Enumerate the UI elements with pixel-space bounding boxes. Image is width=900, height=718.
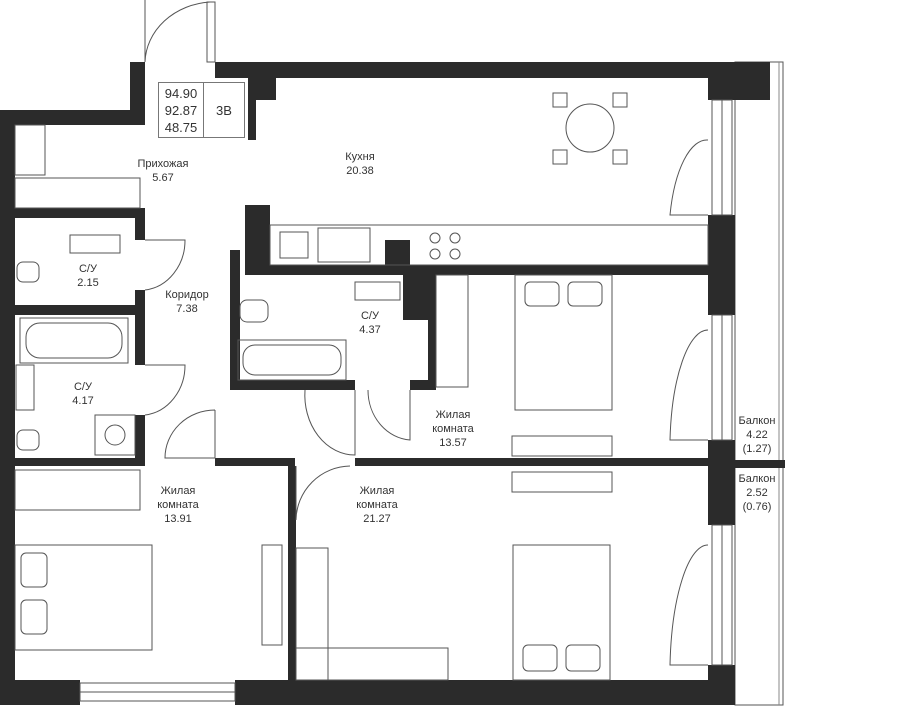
room-label-balcony-2: Балкон 2.52 (0.76) — [739, 472, 776, 514]
room-name: С/У — [78, 263, 97, 275]
apartment-info-box: 94.90 92.87 48.75 3B — [158, 82, 245, 138]
room-area: 7.38 — [176, 303, 198, 315]
balcony-outline — [734, 61, 785, 706]
room-label-balcony-1: Балкон 4.22 (1.27) — [739, 414, 776, 456]
total-area: 94.90 — [164, 85, 198, 101]
room-name: С/У — [73, 381, 92, 393]
living-area: 48.75 — [164, 119, 198, 135]
room-area: 13.57 — [439, 437, 467, 449]
room-reduced-area: (0.76) — [742, 501, 772, 513]
outer-walls — [0, 62, 770, 705]
room-label-corridor: Коридор 7.38 — [165, 288, 208, 316]
wardrobes — [14, 124, 469, 681]
room-name: Коридор — [165, 289, 209, 301]
room-reduced-area: (1.27) — [742, 443, 772, 455]
room-area: 4.22 — [746, 429, 768, 441]
room-name: Прихожая — [137, 158, 189, 170]
room-name: Жилая комната — [157, 485, 199, 511]
room-name: С/У — [360, 310, 379, 322]
room-area: 20.38 — [346, 165, 374, 177]
room-name: Жилая комната — [432, 409, 474, 435]
room-label-bedroom-1: Жилая комната 13.57 — [423, 408, 483, 450]
interior-walls — [0, 78, 708, 680]
beds — [14, 274, 613, 681]
room-name: Балкон — [738, 473, 776, 485]
room-area: 2.52 — [746, 487, 768, 499]
windows — [79, 99, 733, 702]
room-name: Балкон — [738, 415, 776, 427]
room-area: 4.37 — [359, 324, 381, 336]
room-name: Кухня — [345, 151, 375, 163]
room-label-bathroom-2: С/У 4.37 — [359, 309, 380, 337]
apartment-type: 3B — [216, 102, 232, 118]
room-label-bedroom-2: Жилая комната 13.91 — [148, 484, 208, 526]
area-without-balcony: 92.87 — [164, 102, 198, 118]
bathroom-fixtures — [15, 234, 401, 456]
room-area: 5.67 — [152, 172, 174, 184]
room-area: 4.17 — [72, 395, 94, 407]
room-label-hallway: Прихожая 5.67 — [138, 157, 189, 185]
room-label-bathroom-1: С/У 2.15 — [77, 262, 98, 290]
room-area: 13.91 — [164, 513, 192, 525]
room-area: 2.15 — [77, 277, 99, 289]
room-name: Жилая комната — [356, 485, 398, 511]
room-label-bathroom-3: С/У 4.17 — [72, 380, 93, 408]
room-label-bedroom-3: Жилая комната 21.27 — [347, 484, 407, 526]
room-area: 21.27 — [363, 513, 391, 525]
doors — [144, 0, 709, 666]
room-label-kitchen: Кухня 20.38 — [345, 150, 374, 178]
kitchen-furniture — [269, 92, 709, 266]
